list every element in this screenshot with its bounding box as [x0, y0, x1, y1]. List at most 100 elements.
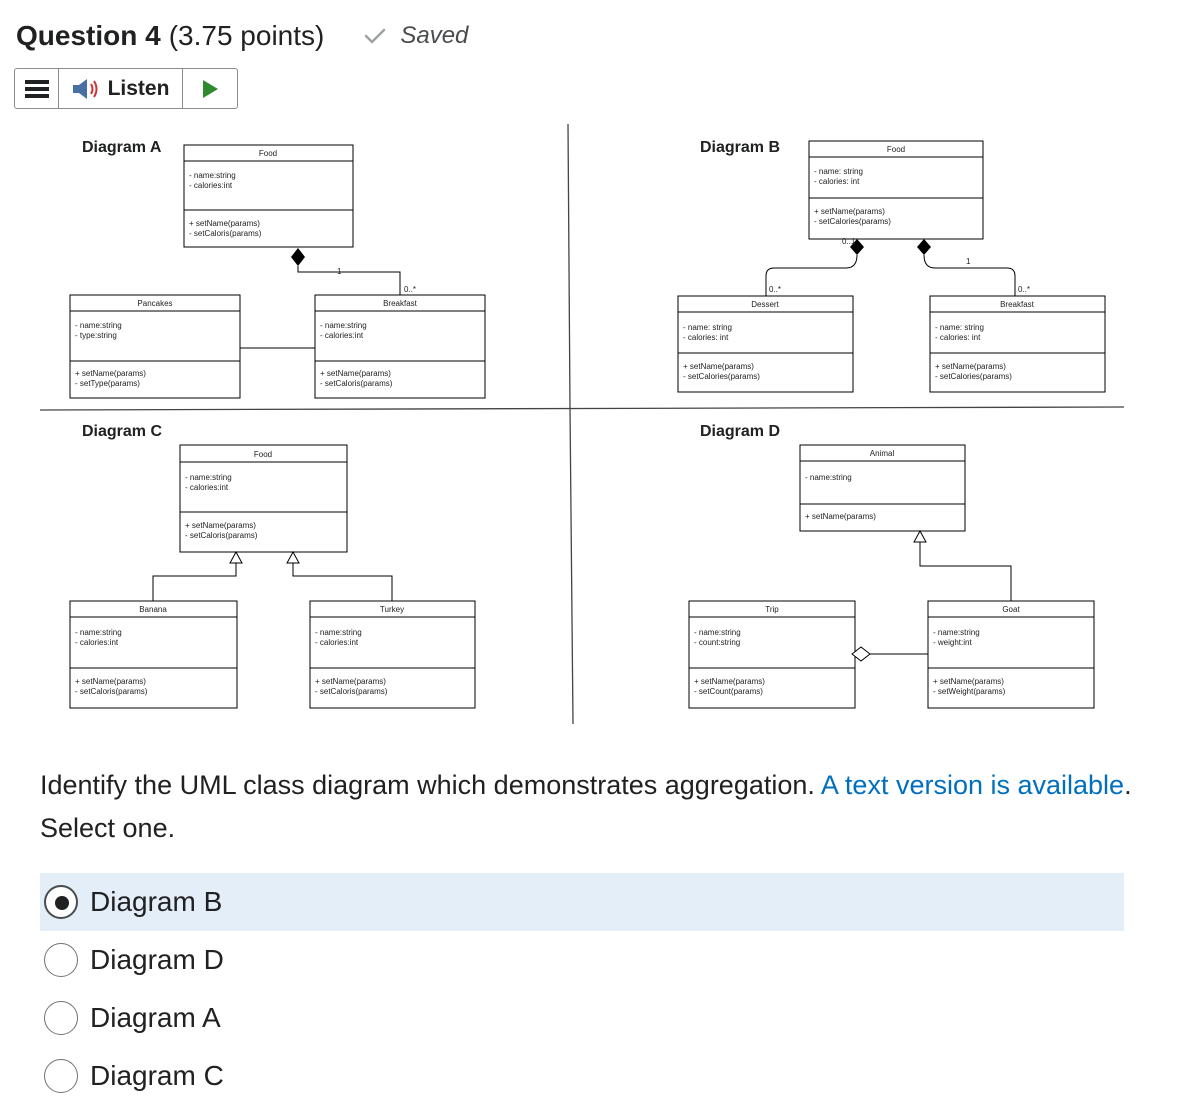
class-attr: - name:string — [933, 628, 980, 637]
class-op: - setCalories(params) — [935, 372, 1012, 381]
diagram-c-label: Diagram C — [82, 423, 162, 440]
class-op: - setCalories(params) — [814, 217, 891, 226]
radio-selected-dot — [55, 896, 69, 910]
class-name: Food — [259, 149, 277, 158]
question-title: Question 4 — [16, 20, 161, 51]
class-op: + setName(params) — [185, 521, 256, 530]
uml-diagrams-image: Diagram A Food - name:string - calories:… — [39, 123, 1125, 725]
diagram-d-animal-class: Animal - name:string + setName(params) — [799, 444, 966, 532]
class-op: + setName(params) — [75, 677, 146, 686]
inheritance-triangle — [286, 550, 300, 564]
diagram-c-banana-class: Banana - name:string - calories:int + se… — [69, 600, 238, 709]
class-name: Food — [254, 450, 272, 459]
class-op: + setName(params) — [814, 207, 885, 216]
diagram-c-food-class: Food - name:string - calories:int + setN… — [179, 444, 348, 553]
option-diagram-a[interactable]: Diagram A — [40, 989, 1124, 1047]
class-attr: - name:string — [315, 628, 362, 637]
radio-button[interactable] — [44, 1001, 78, 1035]
saved-label: Saved — [400, 22, 469, 49]
class-attr: - name: string — [814, 167, 863, 176]
class-attr: - name: string — [935, 323, 984, 332]
class-name: Food — [887, 145, 905, 154]
composition-diamond — [917, 239, 931, 255]
listen-button[interactable]: Listen — [59, 69, 183, 108]
class-attr: - calories:int — [315, 638, 359, 647]
class-name: Breakfast — [1000, 300, 1035, 309]
class-op: + setName(params) — [805, 512, 876, 521]
question-prompt: Identify the UML class diagram which dem… — [40, 764, 1140, 850]
class-attr: - name: string — [683, 323, 732, 332]
diagram-d-goat-class: Goat - name:string - weight:int + setNam… — [927, 600, 1095, 709]
diagram-d-label: Diagram D — [700, 423, 780, 440]
diagram-a-breakfast-class: Breakfast - name:string - calories:int +… — [314, 294, 486, 399]
listen-label: Listen — [107, 76, 170, 100]
class-attr: - calories: int — [683, 333, 729, 342]
class-op: - setType(params) — [75, 379, 140, 388]
option-label: Diagram C — [90, 1060, 224, 1091]
class-attr: - weight:int — [933, 638, 972, 647]
class-op: + setName(params) — [315, 677, 386, 686]
class-op: - setCalories(params) — [683, 372, 760, 381]
inheritance-triangle — [229, 550, 243, 564]
speaker-icon — [72, 78, 98, 99]
composition-diamond — [291, 248, 305, 266]
class-op: - setCaloris(params) — [189, 229, 262, 238]
class-op: - setCaloris(params) — [75, 687, 148, 696]
option-diagram-b[interactable]: Diagram B — [40, 873, 1124, 931]
class-op: + setName(params) — [683, 362, 754, 371]
class-op: + setName(params) — [694, 677, 765, 686]
diagram-b-dessert-class: Dessert - name: string - calories: int +… — [677, 295, 854, 393]
play-button[interactable] — [183, 69, 237, 108]
multiplicity: 1 — [966, 257, 971, 266]
class-name: Pancakes — [137, 299, 172, 308]
multiplicity: 0..* — [404, 285, 416, 294]
menu-button[interactable] — [15, 69, 59, 108]
class-attr: - calories:int — [320, 331, 364, 340]
multiplicity: 1 — [337, 267, 342, 276]
multiplicity: 0..1 — [842, 237, 856, 246]
diagram-b-food-class: Food - name: string - calories: int + se… — [808, 140, 984, 240]
multiplicity: 0..* — [769, 285, 781, 294]
option-label: Diagram A — [90, 1002, 221, 1033]
diagram-c-turkey-class: Turkey - name:string - calories:int + se… — [309, 600, 476, 709]
diagram-d-trip-class: Trip - name:string - count:string + setN… — [688, 600, 856, 709]
radio-button[interactable] — [44, 885, 78, 919]
diagram-a-food-class: Food - name:string - calories:int + setN… — [183, 144, 354, 248]
class-op: + setName(params) — [189, 219, 260, 228]
class-op: - setCaloris(params) — [315, 687, 388, 696]
option-diagram-c[interactable]: Diagram C — [40, 1047, 1124, 1105]
class-op: + setName(params) — [935, 362, 1006, 371]
class-name: Dessert — [751, 300, 779, 309]
class-attr: - name:string — [185, 473, 232, 482]
class-name: Banana — [139, 605, 167, 614]
multiplicity: 0..* — [1018, 285, 1030, 294]
read-aloud-toolbar: Listen — [14, 68, 238, 109]
class-attr: - calories: int — [814, 177, 860, 186]
class-name: Goat — [1002, 605, 1020, 614]
class-name: Breakfast — [383, 299, 418, 308]
answer-options: Diagram B Diagram D Diagram A Diagram C — [40, 873, 1124, 1105]
checkmark-icon — [365, 28, 386, 44]
class-attr: - calories: int — [935, 333, 981, 342]
class-attr: - name:string — [694, 628, 741, 637]
radio-button[interactable] — [44, 943, 78, 977]
class-name: Trip — [765, 605, 779, 614]
class-attr: - calories:int — [185, 483, 229, 492]
diagram-a-pancakes-class: Pancakes - name:string - type:string + s… — [69, 294, 241, 399]
class-attr: - name:string — [75, 321, 122, 330]
inheritance-triangle — [913, 529, 927, 543]
class-attr: - calories:int — [189, 181, 233, 190]
class-name: Turkey — [380, 605, 404, 614]
prompt-text: Identify the UML class diagram which dem… — [40, 770, 821, 800]
option-diagram-d[interactable]: Diagram D — [40, 931, 1124, 989]
class-op: - setCount(params) — [694, 687, 763, 696]
option-label: Diagram B — [90, 886, 223, 917]
class-op: - setCaloris(params) — [185, 531, 258, 540]
radio-button[interactable] — [44, 1059, 78, 1093]
class-attr: - name:string — [805, 473, 852, 482]
class-name: Animal — [870, 449, 895, 458]
text-version-link[interactable]: A text version is available — [820, 770, 1125, 800]
saved-status: Saved — [364, 22, 468, 50]
class-op: + setName(params) — [933, 677, 1004, 686]
class-attr: - count:string — [694, 638, 740, 647]
